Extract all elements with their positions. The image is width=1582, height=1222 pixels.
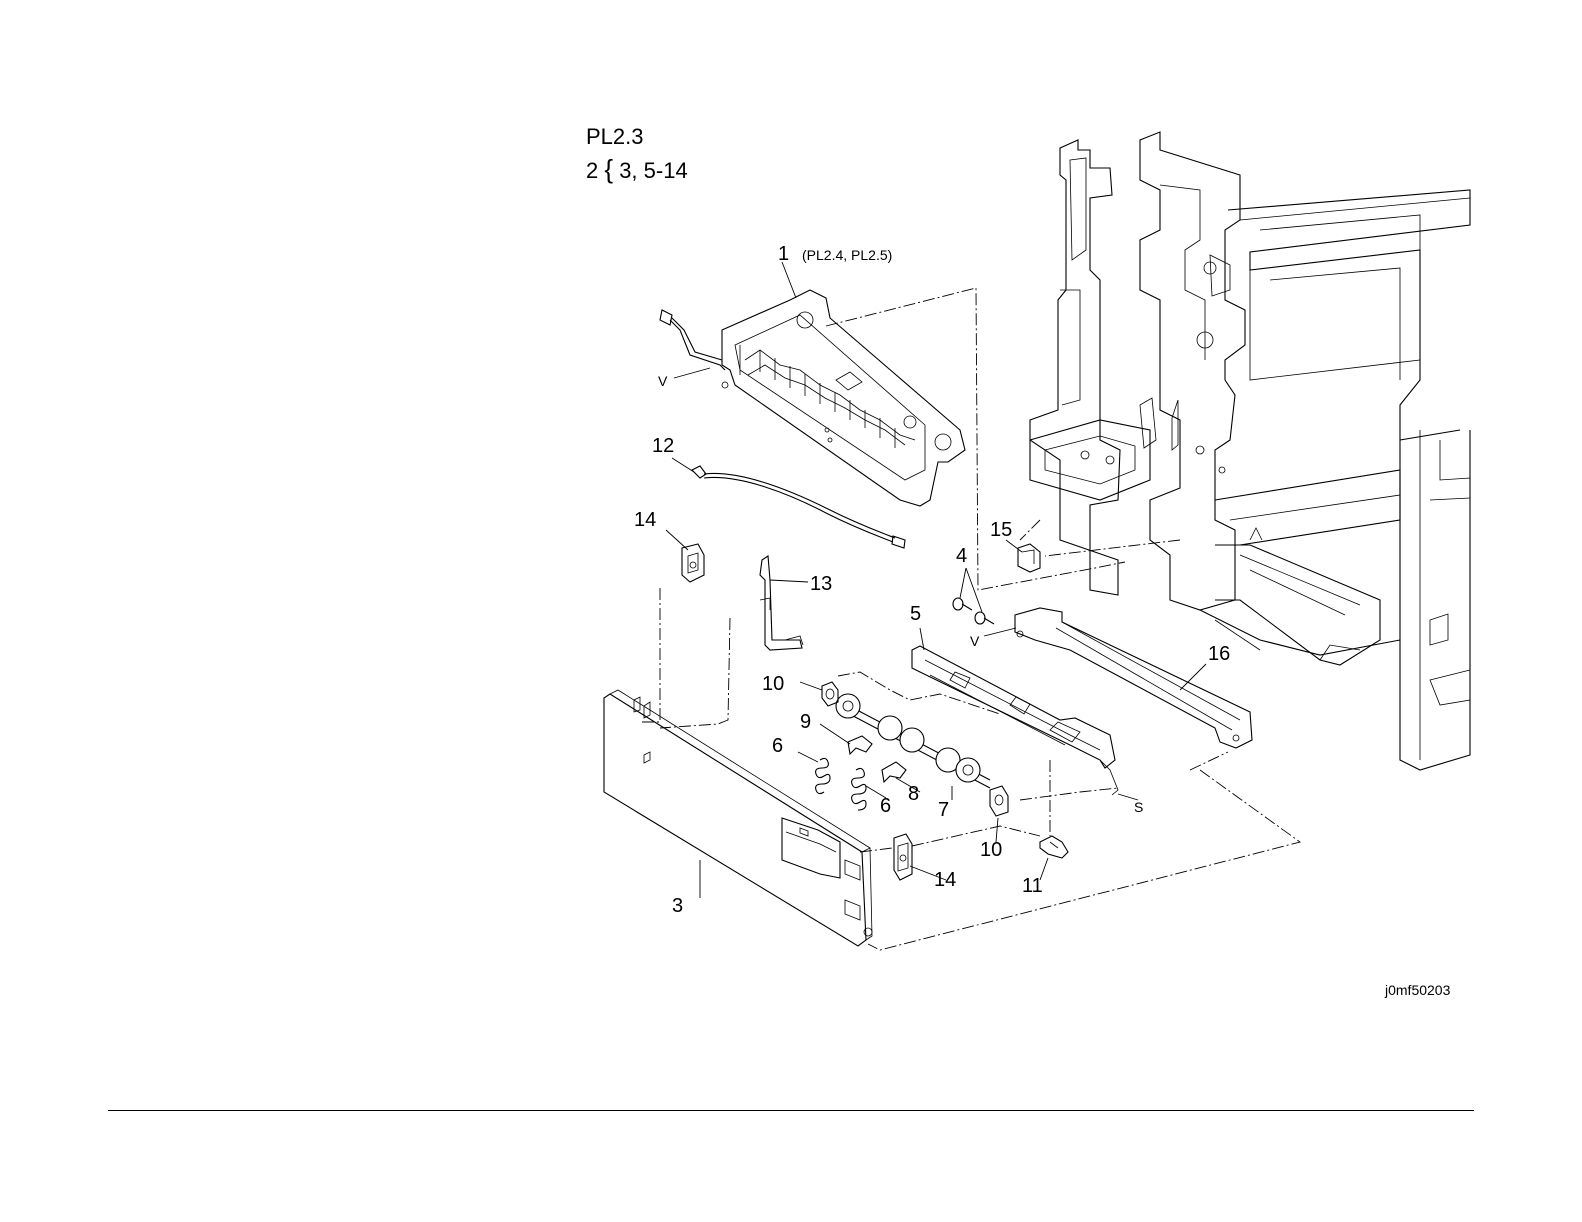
callout-6-right: 6 <box>880 795 891 817</box>
callout-4: 4 <box>956 545 967 567</box>
callout-12: 12 <box>652 435 674 457</box>
callout-3: 3 <box>672 895 683 917</box>
part-3-front-cover <box>604 690 872 946</box>
part-8-clip <box>882 762 906 782</box>
callout-8: 8 <box>908 783 919 805</box>
callout-labels: 1 (PL2.4, PL2.5) V 12 14 13 15 4 V 5 16 … <box>634 243 1230 917</box>
part-14-lower-bracket <box>894 834 912 880</box>
part-11-actuator <box>1040 836 1068 858</box>
callout-9: 9 <box>800 711 811 733</box>
callout-14-lower: 14 <box>934 869 956 891</box>
part-7-roller-shaft <box>836 694 990 788</box>
callout-15: 15 <box>990 519 1012 541</box>
part-9-clip <box>848 736 872 754</box>
callout-14-upper: 14 <box>634 509 656 531</box>
callout-7: 7 <box>938 799 949 821</box>
callout-v-upper: V <box>658 373 668 389</box>
figure-id: j0mf50203 <box>1385 982 1450 998</box>
part-5-chute <box>912 646 1118 795</box>
callout-v-lower: V <box>970 633 980 649</box>
bottom-rule <box>108 1110 1474 1111</box>
callout-5: 5 <box>910 603 921 625</box>
machine-frame <box>1030 132 1470 770</box>
callout-10-upper: 10 <box>762 673 784 695</box>
part-16-rail <box>1015 608 1252 748</box>
callout-16: 16 <box>1208 643 1230 665</box>
part-13-actuator <box>760 556 803 650</box>
callout-13: 13 <box>810 573 832 595</box>
callout-10-lower: 10 <box>980 839 1002 861</box>
callout-1-reference: (PL2.4, PL2.5) <box>802 247 892 263</box>
callout-1: 1 <box>778 243 789 265</box>
part-14-upper-bracket <box>682 544 704 582</box>
part-12-harness <box>692 466 905 548</box>
leader-lines <box>666 262 1206 898</box>
callout-11: 11 <box>1022 875 1043 897</box>
callout-s: S <box>1134 799 1143 815</box>
part-4-screws <box>953 598 994 624</box>
callout-6-left: 6 <box>772 735 783 757</box>
part-15-sensor <box>1018 544 1040 572</box>
part-6-springs <box>816 758 866 810</box>
